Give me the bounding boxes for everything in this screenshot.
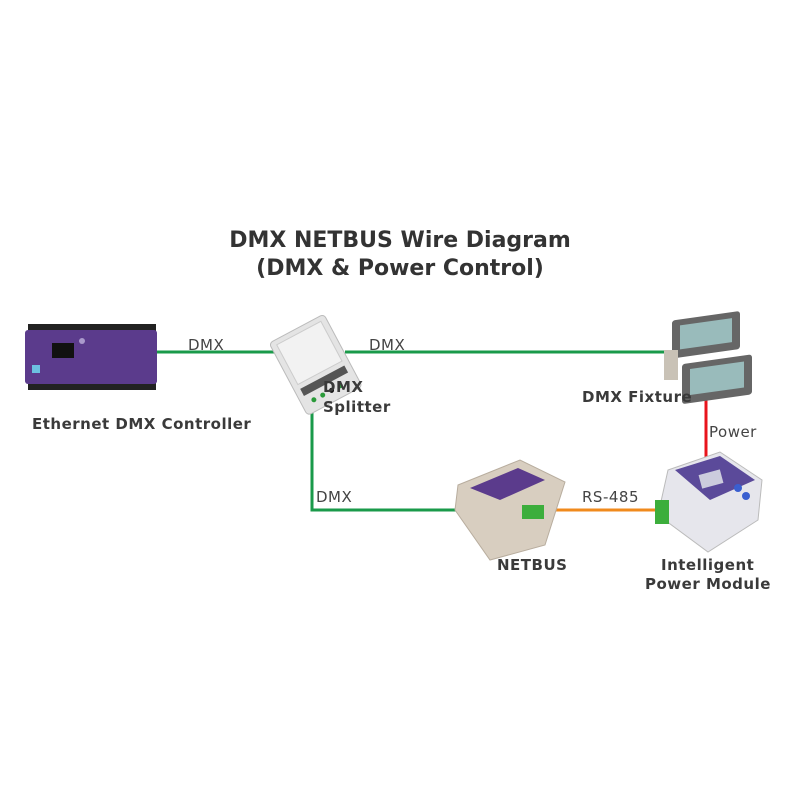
dmx-fixture-image [664, 311, 752, 404]
wire-label-power: Power [709, 423, 757, 441]
intelligent-power-module-image [655, 451, 763, 553]
controller-label: Ethernet DMX Controller [32, 415, 252, 433]
netbus-image [454, 459, 566, 561]
diagram-title-line2: (DMX & Power Control) [256, 256, 544, 281]
splitter-label-line1: DMX [323, 378, 364, 396]
diagram-title-line1: DMX NETBUS Wire Diagram [229, 228, 571, 253]
wire-label-dmx-2: DMX [369, 336, 406, 354]
ipm-label-line2: Power Module [645, 575, 771, 593]
splitter-label-line2: Splitter [323, 398, 391, 416]
ethernet-dmx-controller-image [25, 324, 157, 390]
dmx-splitter-image [269, 314, 362, 415]
wire-dmx-splitter-netbus [310, 395, 460, 512]
wire-label-dmx-3: DMX [316, 488, 353, 506]
wire-label-dmx-1: DMX [188, 336, 225, 354]
fixture-label: DMX Fixture [582, 388, 693, 406]
wire-label-rs485: RS-485 [582, 488, 639, 506]
netbus-label: NETBUS [497, 556, 568, 574]
ipm-label-line1: Intelligent [661, 556, 755, 574]
